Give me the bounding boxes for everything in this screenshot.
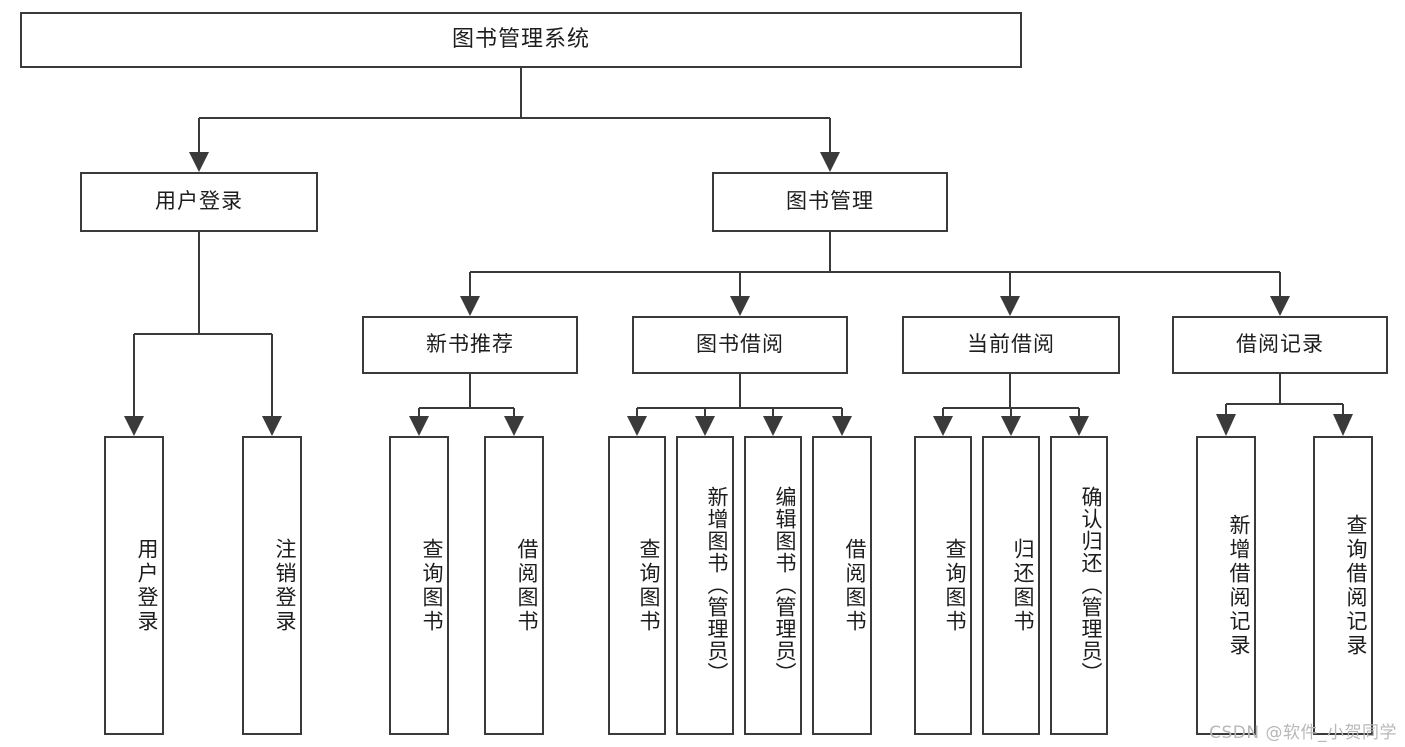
node-leaf-borrow-book-1[interactable]: 借阅图书 — [484, 436, 544, 735]
node-current-borrow[interactable]: 当前借阅 — [902, 316, 1120, 374]
node-borrow-record-label: 借阅记录 — [1236, 332, 1324, 357]
arrowhead-currentborrow — [1000, 296, 1020, 316]
arrowhead-leaf-user-logout — [262, 416, 282, 436]
node-new-book-rec-label: 新书推荐 — [426, 332, 514, 357]
node-user-login[interactable]: 用户登录 — [80, 172, 318, 232]
node-leaf-confirm-return[interactable]: 确认归还（管理员） — [1050, 436, 1108, 735]
arrowhead-leaf-return-book — [1001, 416, 1021, 436]
node-leaf-add-record[interactable]: 新增借阅记录 — [1196, 436, 1256, 735]
arrowhead-book-manage — [820, 152, 840, 172]
arrowhead-leaf-query-book-2 — [627, 416, 647, 436]
arrowhead-user-login — [189, 152, 209, 172]
node-leaf-return-book[interactable]: 归还图书 — [982, 436, 1040, 735]
node-leaf-confirm-return-label: 确认归还（管理员） — [1079, 485, 1103, 684]
node-leaf-add-book[interactable]: 新增图书（管理员） — [676, 436, 734, 735]
node-user-login-label: 用户登录 — [155, 189, 243, 214]
node-leaf-borrow-book-1-label: 借阅图书 — [515, 537, 539, 634]
node-leaf-query-book-2[interactable]: 查询图书 — [608, 436, 666, 735]
arrowhead-leaf-query-record — [1333, 414, 1353, 436]
arrowhead-leaf-add-book — [695, 416, 715, 436]
node-book-manage[interactable]: 图书管理 — [712, 172, 948, 232]
node-leaf-query-record[interactable]: 查询借阅记录 — [1313, 436, 1373, 735]
arrowhead-leaf-borrow-book-2 — [832, 416, 852, 436]
node-leaf-user-login-label: 用户登录 — [135, 537, 159, 634]
arrowhead-newbook — [460, 296, 480, 316]
node-leaf-borrow-book-2[interactable]: 借阅图书 — [812, 436, 872, 735]
arrowhead-leaf-add-record — [1216, 414, 1236, 436]
arrowhead-leaf-query-book-1 — [409, 416, 429, 436]
arrowhead-borrowrecord — [1270, 296, 1290, 316]
arrowhead-leaf-edit-book — [763, 416, 783, 436]
node-root[interactable]: 图书管理系统 — [20, 12, 1022, 68]
node-leaf-query-record-label: 查询借阅记录 — [1344, 513, 1368, 658]
node-book-borrow-label: 图书借阅 — [696, 332, 784, 357]
node-leaf-query-book-1[interactable]: 查询图书 — [389, 436, 449, 735]
node-new-book-rec[interactable]: 新书推荐 — [362, 316, 578, 374]
arrowhead-leaf-borrow-book-1 — [504, 416, 524, 436]
arrowhead-leaf-confirm-return — [1069, 416, 1089, 436]
arrowhead-bookborrow — [730, 296, 750, 316]
node-leaf-add-book-label: 新增图书（管理员） — [705, 485, 729, 684]
node-leaf-borrow-book-2-label: 借阅图书 — [843, 537, 867, 634]
node-leaf-user-logout[interactable]: 注销登录 — [242, 436, 302, 735]
node-book-borrow[interactable]: 图书借阅 — [632, 316, 848, 374]
node-leaf-edit-book-label: 编辑图书（管理员） — [773, 485, 797, 684]
arrowhead-leaf-user-login — [124, 416, 144, 436]
csdn-watermark: CSDN @软件_小贺同学 — [1209, 723, 1397, 743]
node-leaf-query-book-1-label: 查询图书 — [420, 537, 444, 634]
node-leaf-user-logout-label: 注销登录 — [273, 537, 297, 634]
node-leaf-add-record-label: 新增借阅记录 — [1227, 513, 1251, 658]
node-leaf-user-login[interactable]: 用户登录 — [104, 436, 164, 735]
arrowheads — [124, 152, 1353, 436]
node-leaf-query-book-3[interactable]: 查询图书 — [914, 436, 972, 735]
node-leaf-query-book-3-label: 查询图书 — [943, 537, 967, 634]
node-book-manage-label: 图书管理 — [786, 189, 874, 214]
node-leaf-return-book-label: 归还图书 — [1011, 537, 1035, 634]
node-leaf-query-book-2-label: 查询图书 — [637, 537, 661, 634]
node-root-label: 图书管理系统 — [451, 26, 590, 52]
node-borrow-record[interactable]: 借阅记录 — [1172, 316, 1388, 374]
node-leaf-edit-book[interactable]: 编辑图书（管理员） — [744, 436, 802, 735]
node-current-borrow-label: 当前借阅 — [967, 332, 1055, 357]
arrowhead-leaf-query-book-3 — [933, 416, 953, 436]
